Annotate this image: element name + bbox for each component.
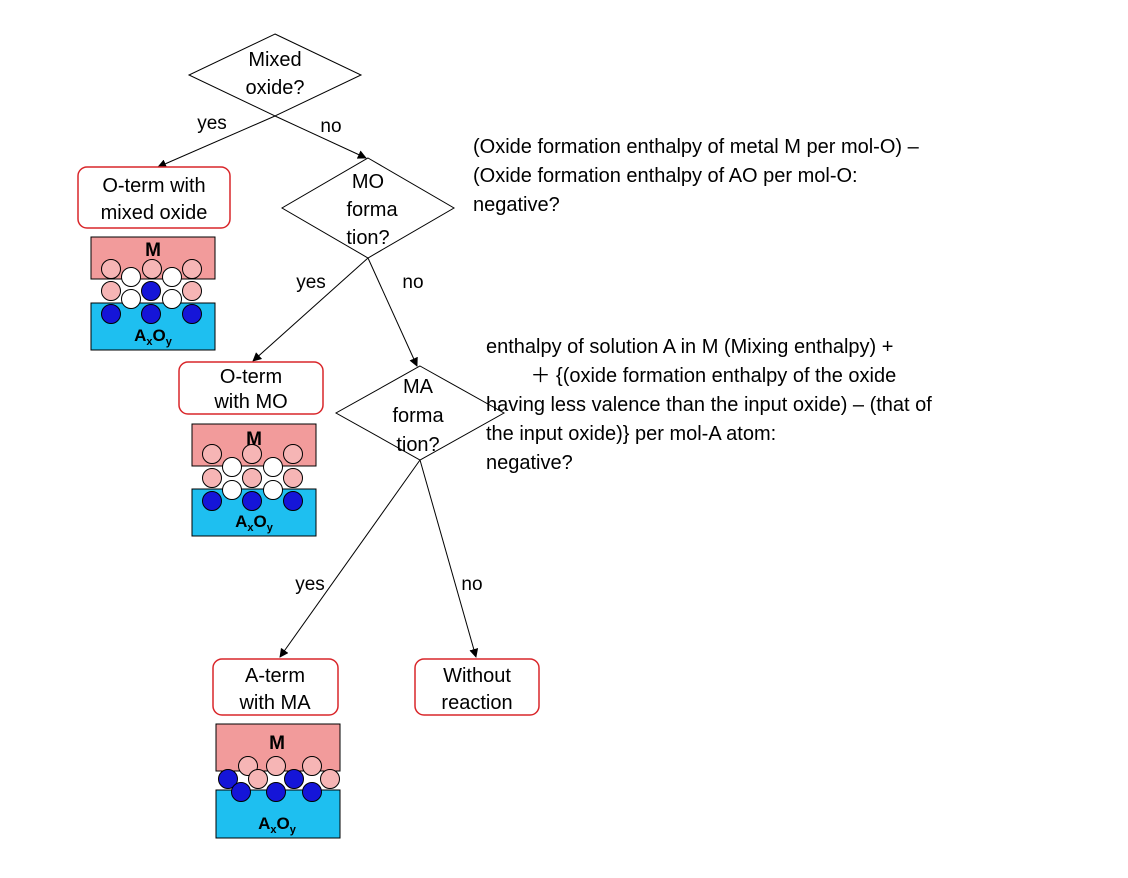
a-atom	[231, 782, 251, 802]
m-atom	[242, 444, 262, 464]
edge-label-mo-no: no	[402, 272, 423, 293]
decision-mixed-oxide-line2: oxide?	[246, 77, 305, 99]
a-atom	[141, 304, 161, 324]
a-atom	[266, 782, 286, 802]
schematic-a-term-ma: M AxOy	[215, 723, 341, 839]
edge-label-mo-yes: yes	[296, 272, 326, 293]
metal-label: M	[145, 240, 161, 261]
outcome-o-term-mo: O-term with MO	[178, 361, 324, 415]
outcome-without-reaction-line2: reaction	[441, 692, 512, 714]
decision-ma-line1: MA	[403, 376, 434, 398]
outcome-o-term-mo-line2: with MO	[213, 391, 287, 413]
edge-label-mixed-yes: yes	[197, 113, 227, 134]
o-atom	[222, 457, 242, 477]
a-atom	[141, 281, 161, 301]
o-atom	[121, 267, 141, 287]
decision-mo-line1: MO	[352, 171, 384, 193]
o-atom	[263, 480, 283, 500]
edge-ma-no	[419, 459, 479, 658]
m-atom	[182, 259, 202, 279]
a-atom	[218, 769, 238, 789]
m-atom	[248, 769, 268, 789]
decision-mo-line2: forma	[346, 199, 398, 221]
decision-ma-line2: forma	[392, 405, 444, 427]
o-atom	[263, 457, 283, 477]
connectors	[157, 115, 479, 658]
outcome-o-term-mixed-line1: O-term with	[102, 175, 205, 197]
m-atom	[142, 259, 162, 279]
outcome-o-term-mo-line1: O-term	[220, 366, 282, 388]
schematic-o-term-mixed-oxide: M AxOy	[90, 236, 216, 351]
outcome-o-term-mixed-oxide: O-term with mixed oxide	[77, 166, 231, 229]
a-atom	[202, 491, 222, 511]
a-atom	[283, 491, 303, 511]
edge-label-mixed-no: no	[320, 116, 341, 137]
a-atom	[284, 769, 304, 789]
decision-ma-formation: MA forma tion?	[334, 365, 506, 461]
edge-mixed-yes	[157, 115, 276, 168]
ma-criterion-note: enthalpy of solution A in M (Mixing enth…	[486, 336, 932, 474]
m-atom	[283, 444, 303, 464]
mo-criterion-note: (Oxide formation enthalpy of metal M per…	[473, 136, 919, 216]
outcome-without-reaction: Without reaction	[414, 658, 540, 716]
oxide-label: AxOy	[235, 512, 274, 534]
edge-label-ma-no: no	[461, 574, 482, 595]
m-atom	[302, 756, 322, 776]
outcome-a-term-ma-line1: A-term	[245, 665, 305, 687]
m-atom	[266, 756, 286, 776]
oxide-label: AxOy	[258, 814, 297, 836]
a-atom	[182, 304, 202, 324]
a-atom	[302, 782, 322, 802]
edge-mixed-no	[274, 115, 367, 159]
decision-ma-line3: tion?	[396, 434, 439, 456]
m-atom	[182, 281, 202, 301]
o-atom	[162, 289, 182, 309]
schematic-o-term-mo: M AxOy	[191, 423, 317, 537]
o-atom	[162, 267, 182, 287]
outcome-without-reaction-line1: Without	[443, 665, 511, 687]
decision-mixed-oxide: Mixed oxide?	[187, 33, 363, 117]
m-atom	[320, 769, 340, 789]
edge-label-ma-yes: yes	[295, 574, 325, 595]
outcome-a-term-ma: A-term with MA	[212, 658, 339, 716]
a-atom	[242, 491, 262, 511]
decision-mo-line3: tion?	[346, 227, 389, 249]
decision-mixed-oxide-line1: Mixed	[248, 49, 301, 71]
m-atom	[101, 259, 121, 279]
m-atom	[283, 468, 303, 488]
m-atom	[242, 468, 262, 488]
m-atom	[101, 281, 121, 301]
o-atom	[222, 480, 242, 500]
oxide-label: AxOy	[134, 326, 173, 348]
m-atom	[202, 468, 222, 488]
edge-mo-yes	[252, 257, 369, 362]
o-atom	[121, 289, 141, 309]
metal-label: M	[269, 733, 285, 754]
outcome-o-term-mixed-line2: mixed oxide	[101, 202, 208, 224]
metal-label: M	[246, 429, 262, 450]
a-atom	[101, 304, 121, 324]
edge-ma-yes	[279, 459, 421, 658]
outcome-a-term-ma-line2: with MA	[238, 692, 311, 714]
m-atom	[202, 444, 222, 464]
decision-mo-formation: MO forma tion?	[281, 157, 455, 259]
edge-mo-no	[367, 257, 418, 367]
